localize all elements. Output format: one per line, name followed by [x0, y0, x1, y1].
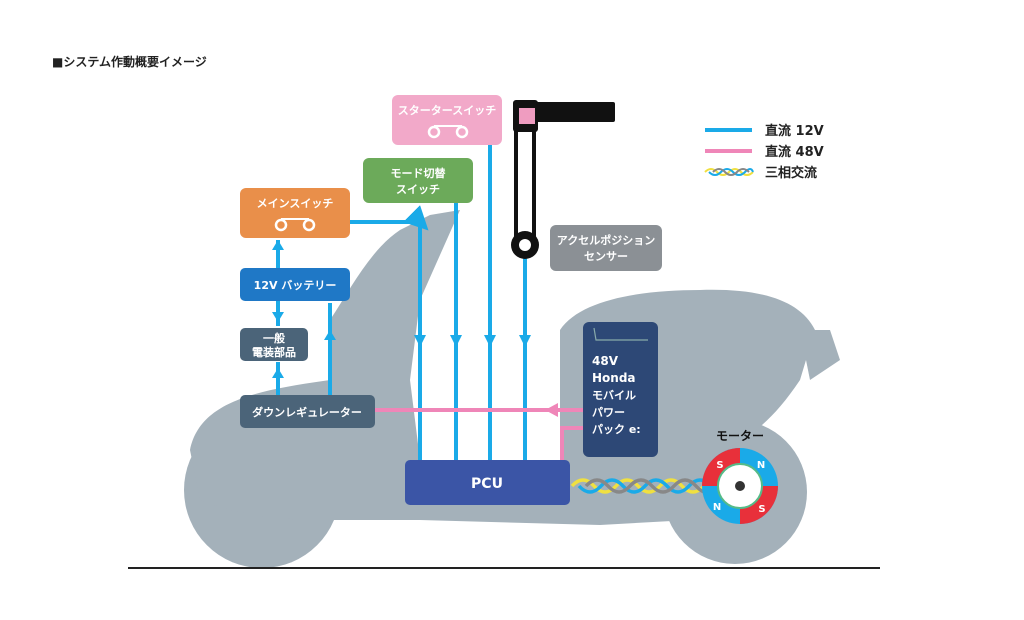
- mode-switch-box: モード切替 スイッチ: [363, 158, 473, 203]
- pcu-box: PCU: [405, 460, 570, 505]
- svg-text:三相交流: 三相交流: [765, 165, 817, 181]
- svg-text:S: S: [716, 460, 723, 471]
- three-phase-wires: [570, 478, 713, 494]
- svg-text:S: S: [758, 504, 765, 515]
- svg-text:スタータースイッチ: スタータースイッチ: [398, 104, 496, 117]
- diagram-title: ■システム作動概要イメージ: [52, 55, 207, 69]
- battery-pack: 48V Honda モバイル パワー パック e:: [583, 322, 658, 457]
- svg-text:パワー: パワー: [592, 406, 625, 419]
- starter-switch-box: スタータースイッチ: [392, 95, 502, 145]
- svg-text:ダウンレギュレーター: ダウンレギュレーター: [252, 405, 362, 419]
- svg-text:Honda: Honda: [592, 371, 636, 385]
- handlebar-throttle: [511, 100, 615, 259]
- scooter-silhouette: [184, 210, 840, 568]
- svg-text:直流 48V: 直流 48V: [765, 144, 824, 160]
- dc48-arrow: [545, 403, 558, 417]
- svg-text:N: N: [713, 502, 721, 513]
- accel-sensor-box: アクセルポジション センサー: [550, 225, 662, 271]
- svg-text:メインスイッチ: メインスイッチ: [257, 197, 334, 210]
- svg-text:スイッチ: スイッチ: [396, 183, 440, 196]
- svg-text:パック e:: パック e:: [592, 423, 641, 436]
- svg-text:モード切替: モード切替: [391, 166, 447, 180]
- svg-text:電装部品: 電装部品: [252, 345, 296, 359]
- svg-text:モーター: モーター: [716, 429, 764, 443]
- svg-text:一般: 一般: [263, 331, 285, 345]
- battery-12v-box: 12V バッテリー: [240, 268, 350, 301]
- svg-text:モバイル: モバイル: [592, 389, 636, 402]
- svg-text:48V: 48V: [592, 354, 619, 368]
- svg-text:12V バッテリー: 12V バッテリー: [254, 279, 337, 292]
- svg-text:N: N: [757, 460, 765, 471]
- down-regulator-box: ダウンレギュレーター: [240, 395, 375, 428]
- svg-text:センサー: センサー: [584, 250, 628, 263]
- legend: 直流 12V 直流 48V 三相交流: [704, 123, 824, 181]
- main-switch-box: メインスイッチ: [240, 188, 350, 238]
- dc12-arrows: [272, 240, 531, 378]
- legend-ac-swatch: [704, 168, 754, 176]
- motor: モーター S N N S: [702, 429, 778, 524]
- svg-text:アクセルポジション: アクセルポジション: [557, 233, 655, 247]
- svg-text:直流 12V: 直流 12V: [765, 123, 824, 139]
- svg-text:PCU: PCU: [471, 476, 503, 492]
- electrical-parts-box: 一般 電装部品: [240, 328, 308, 361]
